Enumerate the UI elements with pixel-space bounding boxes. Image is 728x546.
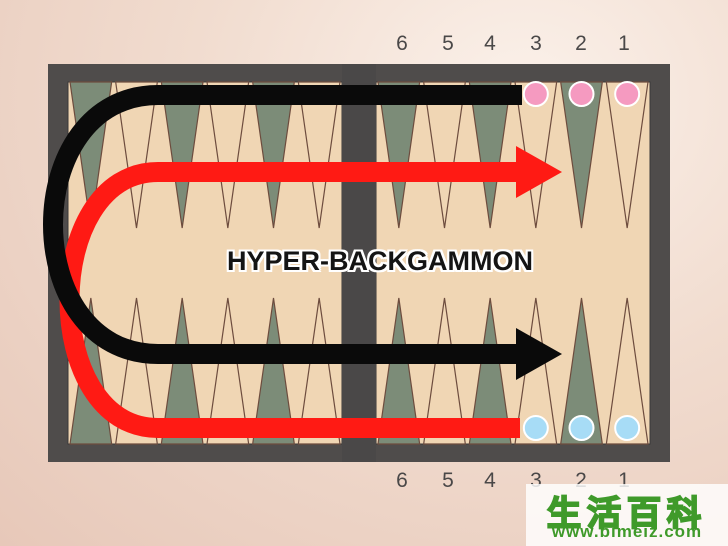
board-point-triangle [297,297,341,445]
board-point-triangle [559,297,604,445]
point-number: 6 [396,469,408,492]
board-point-triangle [160,297,204,445]
board-point-triangle [160,81,204,229]
pink-checker [614,81,641,107]
board-point-triangle [422,81,467,229]
point-number: 3 [530,469,542,492]
blue-checker [568,415,595,441]
board-base [48,64,670,462]
blue-checker [614,415,641,441]
board-point-triangle [297,81,341,229]
checkers [522,81,641,441]
center-bar [342,64,376,462]
board-point-triangle [377,81,421,229]
watermark: 生活百科 www.bimeiz.com [526,484,728,546]
red-arrow-head [516,146,562,198]
watermark-logo-text: 生活百科 [546,493,707,535]
point-number: 5 [442,469,454,492]
point-number: 4 [484,32,496,55]
board-point-triangle [377,297,421,445]
blue-checker [522,415,549,441]
point-number: 5 [442,32,454,55]
point-number: 6 [396,32,408,55]
board-point-triangle [206,297,250,445]
point-number: 1 [618,32,630,55]
board-point-triangle [251,297,296,445]
black-arrow-head [516,328,562,380]
movement-arrows [43,85,562,438]
point-number: 2 [575,32,587,55]
board-point-triangle [605,297,649,445]
board-point-triangle [114,297,159,445]
black-arrow-path [43,85,522,364]
point-number: 2 [575,469,587,492]
point-number: 4 [484,469,496,492]
point-number: 1 [618,469,630,492]
board-point-triangle [206,81,250,229]
board-point-triangle [468,81,512,229]
board-point-triangle [468,297,512,445]
bottom-point-numbers: 6 5 4 3 2 1 [0,469,728,497]
board-point-triangle [422,297,467,445]
pink-checker [522,81,549,107]
board-point-triangle [251,81,296,229]
point-number: 3 [530,32,542,55]
watermark-url: www.bimeiz.com [551,522,703,541]
board-title: HYPER-BACKGAMMON [227,246,533,276]
left-half-field [67,81,343,445]
pink-checker [568,81,595,107]
board-point-triangle [114,81,159,229]
top-point-numbers: 6 5 4 3 2 1 [0,32,728,60]
